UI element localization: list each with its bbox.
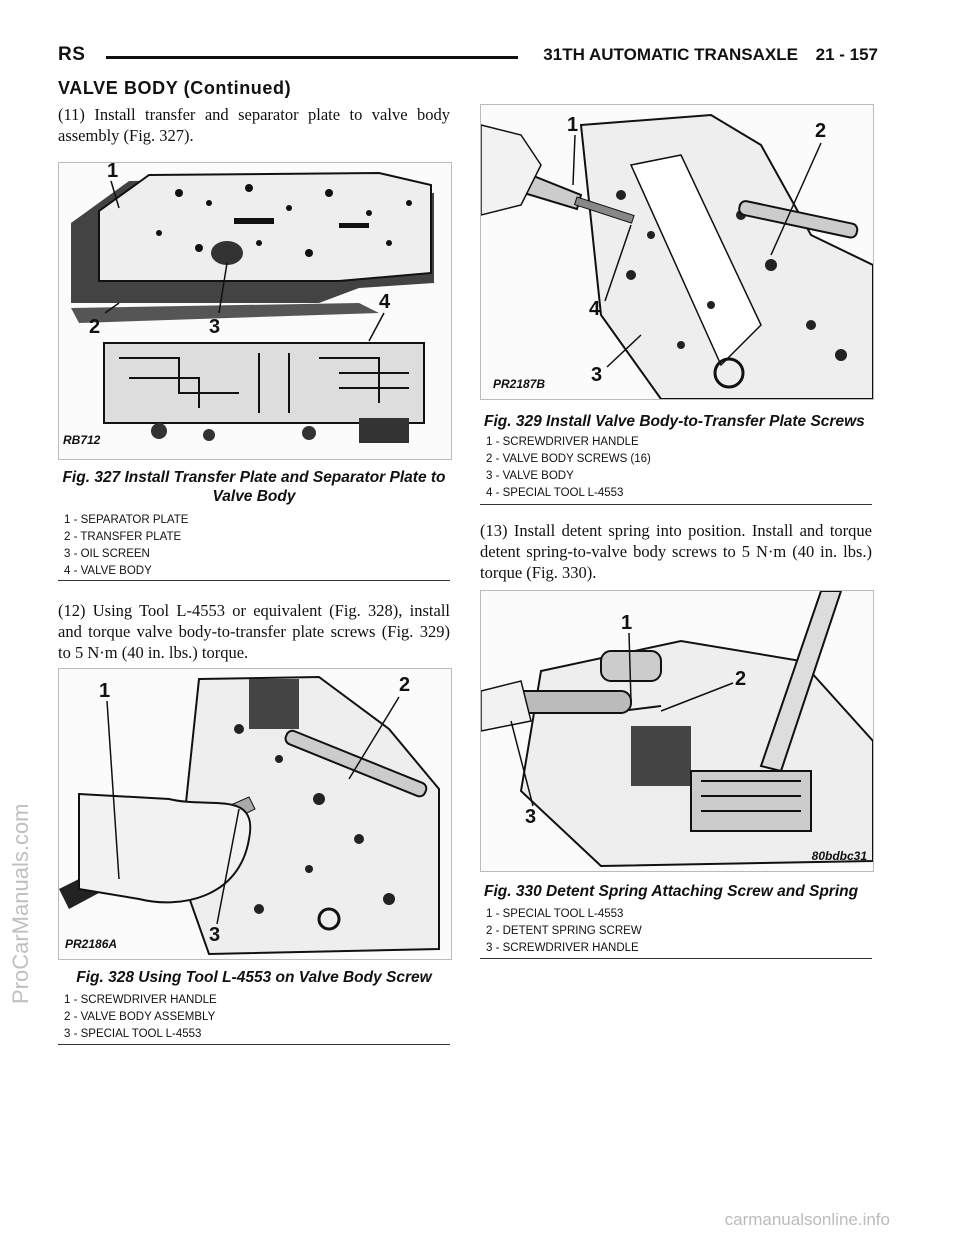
fig327-legend-item: 1 - SEPARATOR PLATE xyxy=(64,514,189,526)
step-12: (12) Using Tool L-4553 or equivalent (Fi… xyxy=(58,601,450,662)
section-title: VALVE BODY (Continued) xyxy=(58,78,292,98)
fig329-legend: 1 - SCREWDRIVER HANDLE 2 - VALVE BODY SC… xyxy=(486,434,651,502)
fig329-callout-1: 1 xyxy=(567,114,578,136)
fig328-code: PR2186A xyxy=(65,937,118,951)
step-11: (11) Install transfer and separator plat… xyxy=(58,105,450,145)
figure-328-illustration: 1 2 3 PR2186A xyxy=(58,668,452,960)
figure-329-illustration: 1 2 3 4 PR2187B xyxy=(480,104,874,400)
fig330-callout-3: 3 xyxy=(525,806,536,828)
side-watermark: ProCarManuals.com xyxy=(8,803,33,1004)
page-header: RS 31TH AUTOMATIC TRANSAXLE 21 - 157 xyxy=(58,44,878,74)
fig327-callout-2: 2 xyxy=(89,316,100,338)
fig327-callout-1: 1 xyxy=(107,163,118,182)
fig328-legend-item: 2 - VALVE BODY ASSEMBLY xyxy=(64,1011,216,1023)
fig329-callout-2: 2 xyxy=(815,120,826,142)
step-13: (13) Install detent spring into position… xyxy=(480,521,872,582)
fig327-legend-item: 2 - TRANSFER PLATE xyxy=(64,531,182,543)
fig328-rule xyxy=(58,1044,450,1045)
fig328-legend-item: 3 - SPECIAL TOOL L-4553 xyxy=(64,1028,202,1040)
fig328-legend-item: 1 - SCREWDRIVER HANDLE xyxy=(64,994,217,1006)
fig328-callout-1: 1 xyxy=(99,680,110,702)
fig329-callout-4: 4 xyxy=(589,298,601,320)
fig330-legend-item: 2 - DETENT SPRING SCREW xyxy=(486,925,642,937)
fig329-legend-item: 1 - SCREWDRIVER HANDLE xyxy=(486,436,639,448)
figure-330-illustration: 1 2 3 80bdbc31 xyxy=(480,590,874,872)
fig330-legend-item: 3 - SCREWDRIVER HANDLE xyxy=(486,942,639,954)
fig330-caption: Fig. 330 Detent Spring Attaching Screw a… xyxy=(484,883,859,900)
fig327-rule xyxy=(58,580,450,581)
fig330-rule xyxy=(480,958,872,959)
fig329-legend-item: 3 - VALVE BODY xyxy=(486,470,574,482)
fig327-callout-3: 3 xyxy=(209,316,220,338)
fig327-legend: 1 - SEPARATOR PLATE 2 - TRANSFER PLATE 3… xyxy=(64,512,188,580)
fig329-legend-item: 4 - SPECIAL TOOL L-4553 xyxy=(486,487,624,499)
header-left: RS xyxy=(58,44,86,65)
fig330-callout-2: 2 xyxy=(735,668,746,690)
fig329-code: PR2187B xyxy=(493,377,546,391)
page-number: 21 - 157 xyxy=(815,45,878,64)
fig330-legend: 1 - SPECIAL TOOL L-4553 2 - DETENT SPRIN… xyxy=(486,906,642,957)
fig329-callout-3: 3 xyxy=(591,364,602,386)
fig328-callout-3: 3 xyxy=(209,924,220,946)
fig328-callout-2: 2 xyxy=(399,674,410,696)
fig330-callout-1: 1 xyxy=(621,612,632,634)
fig329-caption: Fig. 329 Install Valve Body-to-Transfer … xyxy=(484,413,865,430)
fig330-code: 80bdbc31 xyxy=(811,849,867,863)
figure-327-illustration: 1 2 3 4 RB712 xyxy=(58,162,452,460)
fig328-legend: 1 - SCREWDRIVER HANDLE 2 - VALVE BODY AS… xyxy=(64,992,217,1043)
fig329-rule xyxy=(480,504,872,505)
fig327-callout-4: 4 xyxy=(379,291,391,313)
fig327-code: RB712 xyxy=(63,433,101,447)
fig327-legend-item: 4 - VALVE BODY xyxy=(64,565,152,577)
fig330-legend-item: 1 - SPECIAL TOOL L-4553 xyxy=(486,908,624,920)
fig327-legend-item: 3 - OIL SCREEN xyxy=(64,548,150,560)
footer-watermark: carmanualsonline.info xyxy=(724,1210,890,1229)
fig329-legend-item: 2 - VALVE BODY SCREWS (16) xyxy=(486,453,651,465)
header-title: 31TH AUTOMATIC TRANSAXLE xyxy=(543,45,798,64)
fig328-caption: Fig. 328 Using Tool L-4553 on Valve Body… xyxy=(76,969,432,986)
header-rule xyxy=(106,56,518,59)
fig327-caption: Fig. 327 Install Transfer Plate and Sepa… xyxy=(62,469,446,505)
